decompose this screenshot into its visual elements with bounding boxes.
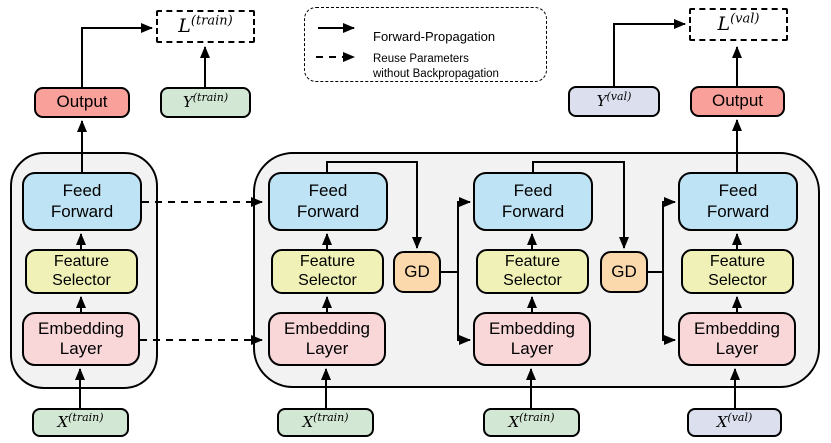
- output-block-left: Output: [34, 87, 130, 118]
- y-train-box: Y(train): [160, 87, 251, 118]
- x-train-input-1: X(train): [32, 408, 129, 437]
- legend: Forward-Propagation Reuse Parameters wit…: [304, 7, 547, 82]
- math-label: L(train): [178, 13, 233, 38]
- math-label: Y(val): [596, 89, 632, 110]
- x-val-input: X(val): [687, 408, 782, 437]
- x-train-input-3: X(train): [483, 408, 580, 437]
- arrow-output-loss-train: [81, 23, 153, 87]
- legend-reuse-label-line2: without Backpropagation: [373, 68, 499, 80]
- arrow-yval-loss: [613, 19, 686, 86]
- y-val-box: Y(val): [568, 86, 660, 117]
- math-label: X(train): [508, 410, 555, 431]
- gradient-descent-block-1: GD: [393, 251, 441, 293]
- legend-reuse-label-line1: Reuse Parameters: [373, 53, 469, 65]
- loss-train-box: L(train): [156, 10, 255, 43]
- loss-val-box: L(val): [689, 8, 788, 41]
- math-label: Y(train): [182, 90, 229, 111]
- math-label: X(val): [716, 410, 753, 431]
- x-train-input-2: X(train): [277, 408, 374, 437]
- math-label: X(train): [302, 410, 349, 431]
- math-label: L(val): [717, 11, 760, 36]
- legend-forward-label: Forward-Propagation: [373, 29, 496, 44]
- gradient-descent-block-2: GD: [600, 251, 648, 293]
- output-block-right: Output: [690, 86, 785, 117]
- math-label: X(train): [57, 410, 104, 431]
